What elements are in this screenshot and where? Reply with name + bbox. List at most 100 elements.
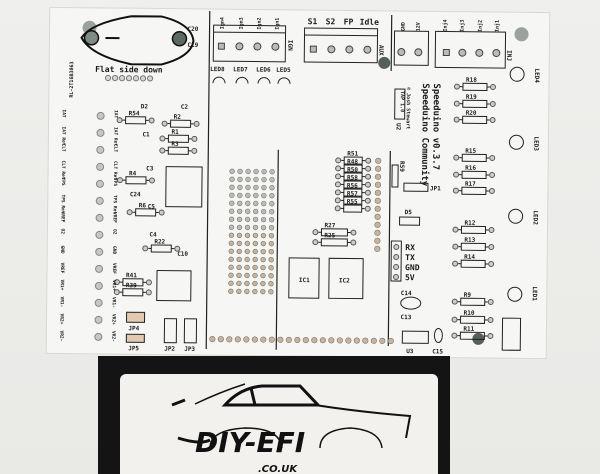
proto-hole xyxy=(244,288,250,295)
resistor-label: R51 xyxy=(347,150,358,157)
proto-hole xyxy=(237,192,243,199)
terminal-pin-label: VREF xyxy=(59,262,65,273)
mount-hole xyxy=(514,27,529,42)
proto-hole xyxy=(228,216,235,222)
terminal-pin xyxy=(94,332,103,341)
header-pin xyxy=(387,337,394,345)
u3-outline xyxy=(401,330,429,344)
proto-hole xyxy=(228,224,235,230)
proto-hole xyxy=(260,264,266,271)
inj-connector: Inj4 Inj3 Inj2 Inj1 INJ xyxy=(434,19,512,69)
right-leds: LED4 LED3 LED2 LED1 xyxy=(507,66,540,302)
led7-label: LED7 xyxy=(233,66,248,73)
terminal-pin-label: TPS Ret xyxy=(60,194,66,213)
proto-hole xyxy=(245,192,251,199)
proto-hole xyxy=(244,216,251,223)
terminal-pin xyxy=(95,230,104,239)
proto-hole xyxy=(261,200,267,207)
mount-hole xyxy=(378,56,391,69)
proto-hole xyxy=(252,248,258,255)
proto-hole xyxy=(229,168,235,174)
silkscreen-label: Ign1 xyxy=(275,18,281,30)
u2-label: U2 xyxy=(395,123,402,131)
prototype-area xyxy=(228,168,275,295)
proto-hole xyxy=(252,272,258,279)
resistor-label: R58 xyxy=(347,174,358,181)
u3-label: U3 xyxy=(406,348,414,355)
terminal-pin-label: IAT Ret xyxy=(112,127,118,146)
terminal-pin-label: O2 xyxy=(59,228,65,234)
silkscreen-label: C5 xyxy=(148,203,156,210)
jp1-label: JP1 xyxy=(430,185,441,192)
proto-hole xyxy=(244,224,251,231)
silkscreen-label: TX xyxy=(405,253,415,262)
proto-hole xyxy=(237,208,243,215)
proto-hole xyxy=(261,168,267,175)
resistor-label: R19 xyxy=(466,94,477,101)
jumper-jp1 xyxy=(403,182,429,192)
jp5-label: JP5 xyxy=(128,345,139,352)
capacitor-c14 xyxy=(400,296,422,310)
c13-label: C13 xyxy=(401,314,412,321)
terminal-pin xyxy=(96,111,105,120)
terminal-pin xyxy=(95,213,104,222)
header-pin xyxy=(353,337,360,344)
c15-label: C15 xyxy=(432,348,443,355)
header-pin xyxy=(375,157,382,164)
terminal-pin-label: VREF xyxy=(112,212,118,223)
silkscreen-label: IC1 xyxy=(299,277,310,284)
proto-hole xyxy=(229,200,235,206)
proto-hole xyxy=(268,265,274,271)
terminal-pin-label: VR1- xyxy=(59,296,65,307)
ic4-outline xyxy=(165,166,203,208)
led6-label: LED6 xyxy=(256,67,271,74)
silkscreen-label: Inj1 xyxy=(494,20,501,32)
proto-hole xyxy=(244,264,250,271)
terminal-pin xyxy=(96,162,105,171)
proto-hole xyxy=(268,249,274,255)
terminal-pin-label: CLT Ret xyxy=(112,161,118,180)
silkscreen-label: Ign2 xyxy=(257,17,263,29)
resistor-label: R48 xyxy=(347,158,358,165)
proto-hole xyxy=(261,176,267,183)
resistor-label: R17 xyxy=(465,181,476,188)
silkscreen-label: IC2 xyxy=(339,277,350,284)
header-pins-7 xyxy=(104,74,154,82)
proto-hole xyxy=(252,224,259,231)
header-pin xyxy=(374,189,381,196)
proto-hole xyxy=(261,184,267,191)
proto-hole xyxy=(228,280,234,286)
proto-hole xyxy=(260,280,266,287)
resistor-label: R25 xyxy=(324,232,335,239)
u1-outline xyxy=(501,317,522,351)
proto-hole xyxy=(236,248,242,255)
terminal-pin-label: GND xyxy=(111,246,117,254)
proto-hole xyxy=(236,272,242,279)
resistor-label: R27 xyxy=(324,222,335,229)
proto-hole xyxy=(252,280,258,287)
terminal-pin-label: TPS Ret xyxy=(112,195,118,214)
silkscreen-label: S2 xyxy=(326,17,336,26)
silkscreen-label: GND xyxy=(405,263,420,272)
terminal-pin-label: IAT xyxy=(61,109,67,117)
silkscreen-label: Ign3 xyxy=(239,17,245,29)
proto-hole xyxy=(228,264,234,270)
resistor-label: R12 xyxy=(465,220,476,227)
proto-hole xyxy=(228,272,234,278)
jumper-jp4 xyxy=(125,311,146,323)
ic3-outline xyxy=(156,270,192,302)
terminal-pin-label: CLT xyxy=(60,143,66,151)
bottom-header-pins xyxy=(209,157,394,345)
silkscreen-label: LED3 xyxy=(532,136,539,151)
ic1-outline xyxy=(288,257,320,299)
terminal-pin-label: VR2- xyxy=(58,330,64,341)
header-pin xyxy=(336,337,343,344)
proto-hole xyxy=(228,232,235,238)
proto-hole xyxy=(229,176,235,182)
jp4-label: JP4 xyxy=(128,325,139,332)
silkscreen-label: C3 xyxy=(146,165,154,172)
flat-side-label: Flat side down xyxy=(95,64,163,75)
silkscreen-label: 12V xyxy=(416,22,422,31)
